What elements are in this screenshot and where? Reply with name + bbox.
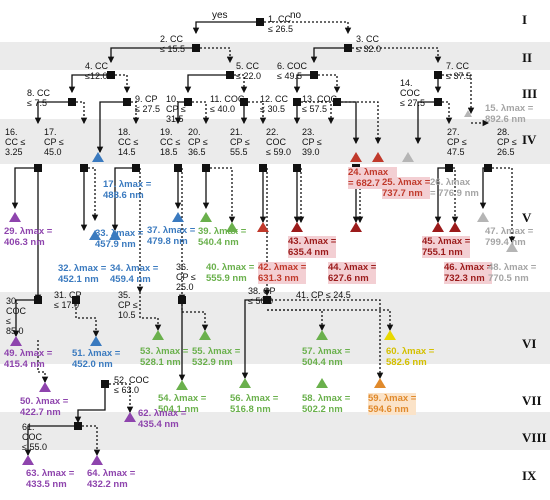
leaf-57: 57. λmax = 504.4 nm	[302, 346, 351, 368]
node-22: 22. COC ≤ 59.0	[266, 127, 291, 157]
level-label: I	[522, 12, 528, 27]
node-20: 20. CP ≤ 36.5	[188, 127, 208, 157]
leaf-32: 32. λmax = 452.1 nm	[58, 263, 107, 285]
leaf-60: 60. λmax = 582.6 nm	[386, 346, 435, 368]
leaf-39: 39. λmax = 540.4 nm	[198, 226, 247, 248]
node-61: 61. COC ≤ 55.0	[22, 422, 47, 452]
node-31: 31. CP ≤ 17.0	[54, 290, 82, 310]
leaf-25: 25. λmax = 737.7 nm	[382, 177, 431, 199]
level-label: IV	[522, 132, 537, 147]
level-band-4	[0, 119, 550, 164]
edge	[192, 21, 258, 35]
leaf-29: 29. λmax = 406.3 nm	[4, 226, 53, 248]
node-16: 16. CC ≤ 3.25	[5, 127, 26, 157]
leaf-56: 56. λmax = 516.8 nm	[230, 393, 279, 415]
leaf-62: 62. λmax = 435.4 nm	[138, 408, 187, 430]
level-label: VIII	[522, 430, 547, 445]
node-3: 3. CC ≤ 32.0	[356, 34, 381, 54]
leaf-26: 26. λmax = 776.9 nm	[430, 177, 479, 199]
leaf-40: 40. λmax = 555.9 nm	[206, 262, 255, 284]
leaf-17: 17. λmax = 488.6 nm	[103, 179, 152, 201]
leaf-47: 47. λmax = 799.4 nm	[485, 226, 534, 248]
node-9: 9. CP ≤ 27.5	[135, 94, 160, 114]
leaf-43: 43. λmax = 635.4 nm	[288, 236, 337, 258]
node-11: 11. COC ≤ 40.0	[210, 94, 245, 114]
node-36: 36. CP ≤ 25.0	[176, 262, 196, 292]
leaf-51: 51. λmax = 452.0 nm	[72, 348, 121, 370]
node-squares	[34, 18, 492, 430]
leaf-49: 49. λmax = 415.4 nm	[4, 348, 53, 370]
leaf-46: 46. λmax = 732.3 nm	[444, 262, 493, 284]
level-label: V	[522, 210, 532, 225]
node-18: 18. CC ≤ 14.5	[118, 127, 139, 157]
node-6: 6. COC ≤ 49.5	[277, 61, 308, 81]
leaf-63: 63. λmax = 433.5 nm	[26, 468, 75, 490]
leaf-42: 42. λmax = 631.3 nm	[258, 262, 307, 284]
node-21: 21. CP ≤ 55.5	[230, 127, 250, 157]
node-1: 1. CC ≤ 26.5	[268, 14, 293, 34]
leaf-54: 54. λmax = 504.1 nm	[158, 393, 207, 415]
level-label: III	[522, 86, 538, 101]
node-14: 14. COC ≤ 27.5	[400, 78, 425, 108]
leaf-55: 55. λmax = 532.9 nm	[192, 346, 241, 368]
level-band-2	[0, 42, 550, 70]
leaf-44: 44. λmax = 627.6 nm	[328, 262, 377, 284]
node-4: 4. CC ≤12.0	[85, 61, 109, 81]
leaf-48: 48. λmax = 770.5 nm	[488, 262, 537, 284]
node-52: 52. COC ≤ 63.0	[114, 375, 150, 395]
level-label: II	[522, 50, 533, 65]
leaf-64: 64. λmax = 432.2 nm	[87, 468, 136, 490]
node-2: 2. CC ≤ 15.5	[160, 34, 185, 54]
level-band-6	[0, 292, 550, 364]
leaf-58: 58. λmax = 502.2 nm	[302, 393, 351, 415]
node-27: 27. CP ≤ 47.5	[447, 127, 467, 157]
node-10: 10. CP ≤ 31.5	[166, 94, 186, 124]
node-41: 41. CP ≤ 24.5	[296, 290, 351, 300]
node-19: 19. CC ≤ 18.5	[160, 127, 181, 157]
node-13: 13. COC ≤ 57.5	[302, 94, 338, 114]
leaf-34: 34. λmax = 459.4 nm	[110, 263, 159, 285]
leaf-45: 45. λmax = 755.1 nm	[422, 236, 471, 258]
node-7: 7. CC ≤ 37.5	[446, 61, 471, 81]
no-label: no	[290, 10, 302, 21]
node-28: 28. CP ≤ 26.5	[497, 127, 517, 157]
leaf-33: 33. λmax = 457.9 nm	[95, 228, 144, 250]
leaf-15: 15. λmax = 892.6 nm	[485, 103, 534, 125]
leaf-37: 37. λmax = 479.8 nm	[147, 225, 196, 247]
level-label: VII	[522, 393, 542, 408]
leaf-59: 59. λmax = 594.6 nm	[368, 393, 417, 415]
leaf-50: 50. λmax = 422.7 nm	[20, 396, 69, 418]
node-17: 17. CP ≤ 45.0	[44, 127, 64, 157]
leaf-53: 53. λmax = 528.1 nm	[140, 346, 189, 368]
leaf-triangles	[9, 110, 518, 465]
yes-label: yes	[212, 10, 228, 21]
node-30: 30. COC ≤ 85.0	[6, 296, 26, 336]
node-35: 35. CP ≤ 10.5	[118, 290, 138, 320]
level-label: VI	[522, 336, 537, 351]
node-12: 12. CC ≤ 30.5	[260, 94, 289, 114]
node-8: 8. CC ≤ 7.5	[27, 88, 51, 108]
level-label: IX	[522, 468, 537, 483]
node-5: 5. CC ≤ 22.0	[236, 61, 261, 81]
level-band-8	[0, 412, 550, 450]
node-23: 23. CP ≤ 39.0	[302, 127, 322, 157]
node-38: 38. CP ≤ 50.0	[248, 286, 276, 306]
